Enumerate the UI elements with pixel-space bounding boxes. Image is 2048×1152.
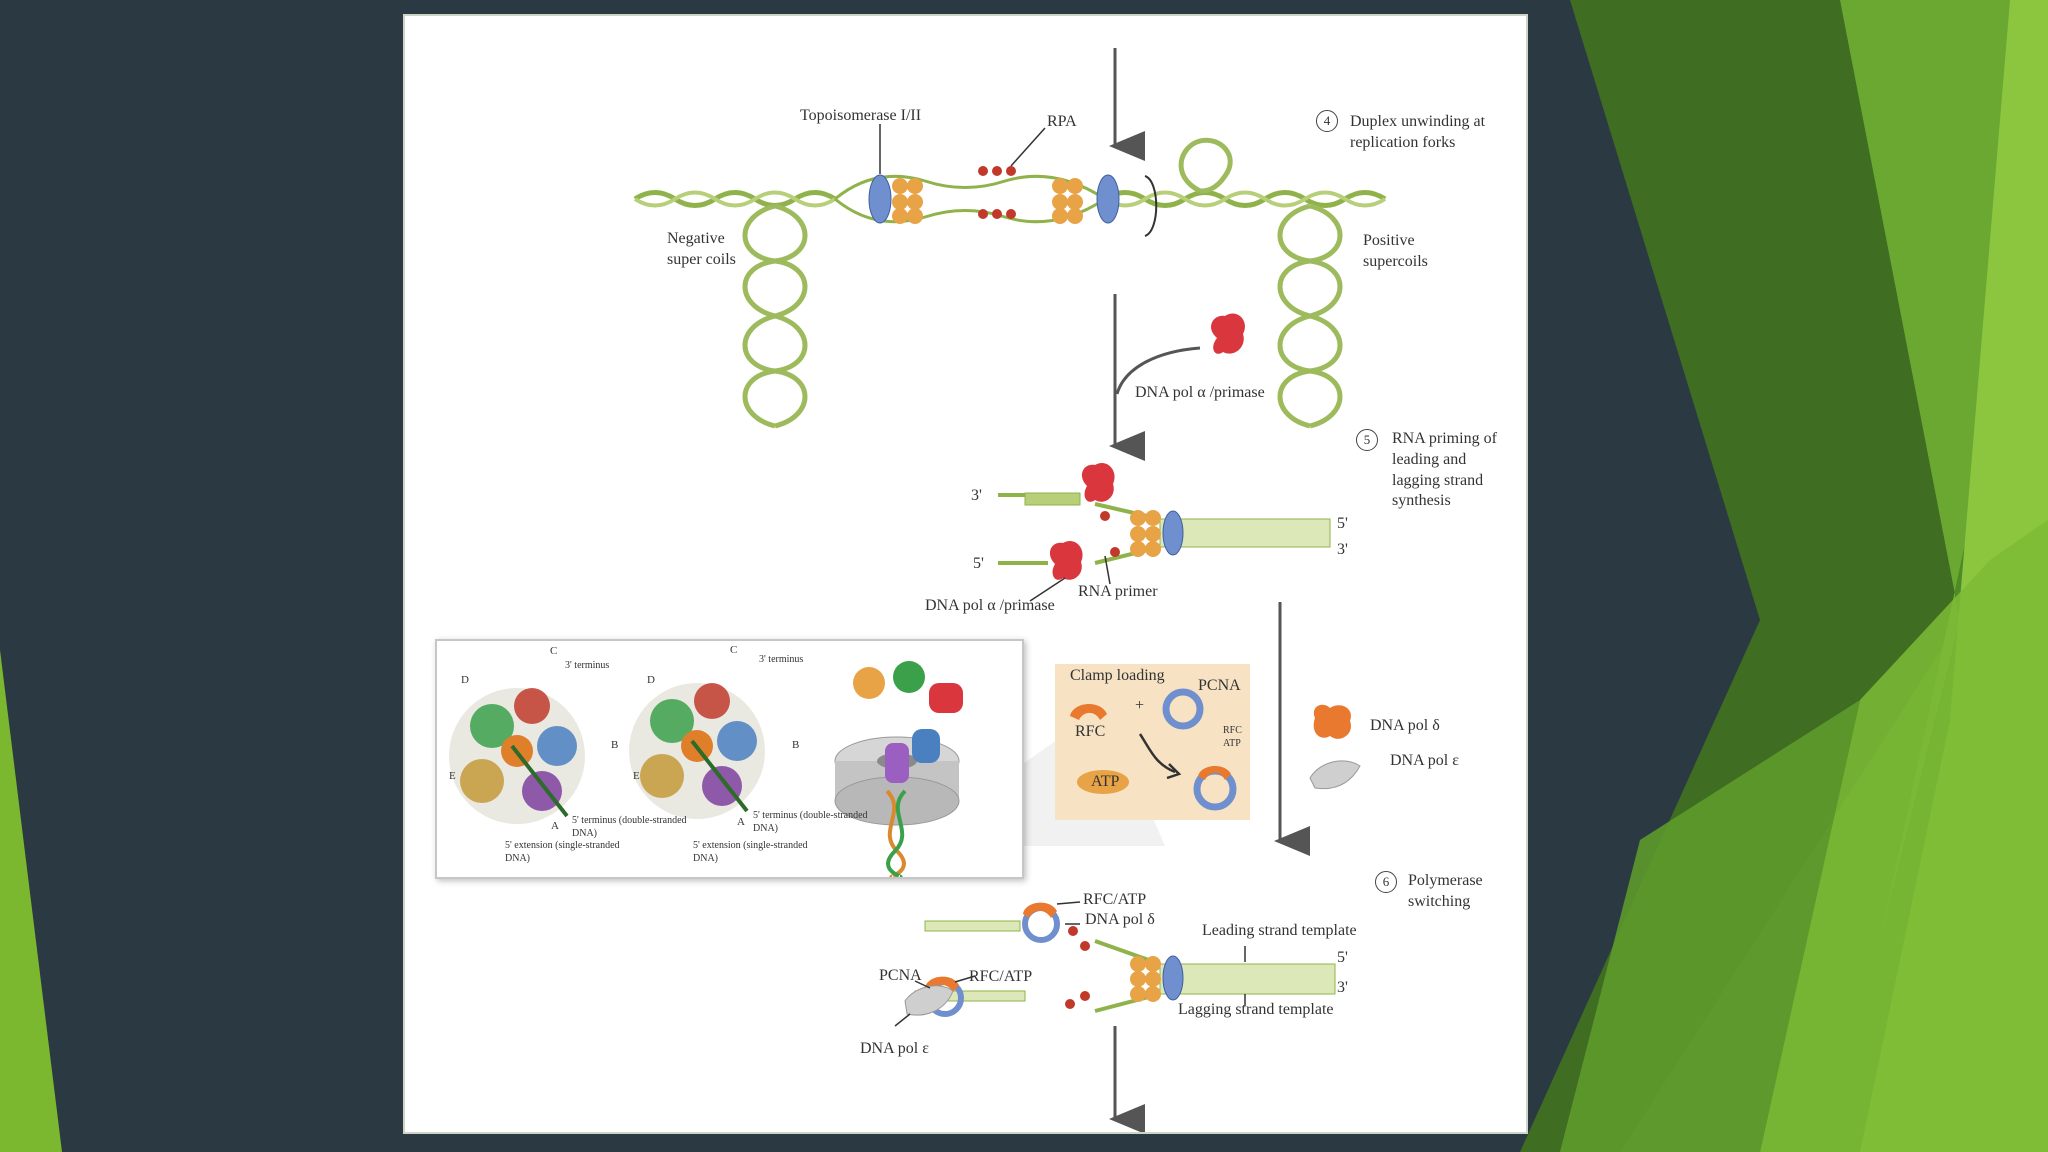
pcna-fork-leader [914,980,931,989]
topoisomerase-label: Topoisomerase I/II [800,107,922,124]
structure-left [449,688,585,824]
inset-3-terminus-2: 3' terminus [759,654,804,665]
clamp-loading-box: Clamp loading PCNA RFC + RFC ATP ATP [1055,664,1250,820]
structure-schematic [834,661,963,879]
inset-5-extension-2: 5' extension (single-stranded DNA) [693,840,808,864]
rfc-atp-fork-leader [954,975,976,983]
right-facet-shade [1560,700,1860,1152]
pol-epsilon-shape [1309,760,1361,790]
positive-supercoil-loops [1178,137,1343,429]
primase-bottom-label: DNA pol α /primase [925,597,1055,614]
inset-5-terminus-2: 5' terminus (double-stranded DNA) [753,810,868,834]
rpa-dots [978,166,1016,219]
inset-a-label-1: A [551,820,559,832]
stage5-primase-lower [1049,541,1083,580]
left-green-facet [0,650,62,1152]
clamp-loading-art [1070,688,1237,811]
step-5-text: RNA priming of leading and lagging stran… [1392,430,1497,510]
primase-join-curve [1115,346,1201,395]
three-prime-label-c: 3' [1337,979,1348,996]
pol-delta-label: DNA pol δ [1370,717,1440,734]
rfc-atp-top-leader [1056,901,1081,905]
stage6-clamp [1162,955,1184,1001]
five-prime-label-a: 5' [973,555,984,572]
primase-bottom-leader [1029,577,1066,602]
primase-top-shape [1211,313,1245,354]
rna-primer-label: RNA primer [1078,583,1158,600]
negative-supercoil-loops [742,203,808,429]
topoisomerase-right-shape [1096,174,1120,224]
rfc-atp-box-label: RFC ATP [1223,725,1242,749]
inset-5-terminus-1: 5' terminus (double-stranded DNA) [572,815,687,839]
negative-supercoils-label: Negative super coils [667,230,736,268]
three-prime-label-b: 3' [1337,541,1348,558]
rpa-leader [1010,127,1046,167]
positive-supercoils-label: Positive supercoils [1363,232,1428,270]
pol-epsilon-label: DNA pol ε [1390,752,1459,769]
inset-b-label-1: B [611,739,619,751]
inset-c-label-1: C [550,645,558,657]
stage6-lower-complex [904,976,964,1017]
inset-e-label-2: E [633,770,640,782]
stage6-helicase [1130,956,1161,1002]
step-6-text: Polymerase switching [1408,872,1483,910]
stage6-upper-complex [1022,902,1060,943]
pol-delta-shape [1313,704,1351,739]
rna-primer-leader [1104,555,1111,585]
three-prime-label-a: 3' [971,487,982,504]
pcna-fork-label: PCNA [879,967,922,984]
replication-diagram [633,48,1387,1132]
inset-3-terminus-1: 3' terminus [565,660,610,671]
helicase-left-shape [892,178,923,224]
stage5-primase-upper [1081,463,1115,502]
step-4-badge: 4 [1316,110,1338,132]
pol-epsilon-fork-leader [894,1013,911,1027]
five-prime-label-c: 5' [1337,949,1348,966]
step-4-text: Duplex unwinding at replication forks [1350,113,1486,151]
rpa-label: RPA [1047,113,1077,130]
right-facet-light [1840,0,2010,940]
step-5-badge: 5 [1356,429,1378,451]
right-facet-pale [1760,520,2048,1152]
clamp-loading-label: Clamp loading [1070,667,1165,684]
helicase-right-shape [1052,178,1083,224]
rfc-box-label: RFC [1075,723,1106,740]
pcna-box-label: PCNA [1198,677,1241,694]
inset-b-label-2: B [792,739,800,751]
stage5-clamp [1162,510,1184,556]
stage5-helicase [1130,510,1161,557]
atp-label: ATP [1091,773,1120,790]
leading-strand-template-label: Leading strand template [1202,922,1357,939]
inset-c-label-2: C [730,644,738,656]
inset-a-label-2: A [737,816,745,828]
pcna-structure-inset: C C D D B B E E A A 3' terminus 3' termi… [435,639,1024,879]
plus-sign: + [1135,697,1145,714]
pol-epsilon-fork-label: DNA pol ε [860,1040,929,1057]
lagging-strand-template-label: Lagging strand template [1178,1001,1334,1018]
pcna-structure-art [449,661,963,879]
step-6-badge: 6 [1375,871,1397,893]
rfc-atp-top-label: RFC/ATP [1083,891,1147,908]
rfc-atp-fork-label: RFC/ATP [969,968,1033,985]
pol-delta-fork-label: DNA pol δ [1085,911,1155,928]
topoisomerase-left-shape [868,174,892,224]
five-prime-label-b: 5' [1337,515,1348,532]
right-facet-dark [1520,0,1960,1152]
primase-top-label: DNA pol α /primase [1135,384,1265,401]
inset-e-label-1: E [449,770,456,782]
stage5-fork [998,492,1331,565]
inset-d-label-1: D [461,674,469,686]
inset-d-label-2: D [647,674,655,686]
rotation-arrow [1144,175,1158,237]
structure-middle [629,683,765,819]
diagram-panel: Topoisomerase I/II RPA Negative super co… [403,14,1528,1134]
inset-5-extension-1: 5' extension (single-stranded DNA) [505,840,620,864]
